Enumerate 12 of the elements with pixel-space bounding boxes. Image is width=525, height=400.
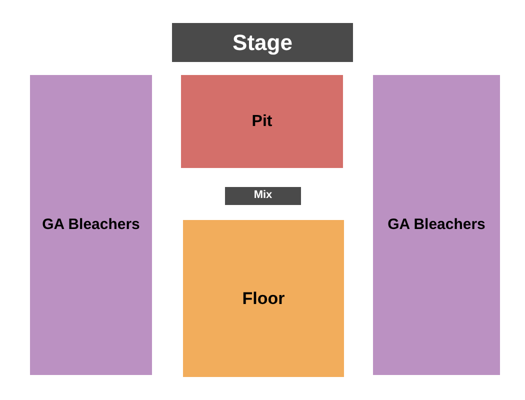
seating-section (373, 75, 500, 375)
seating-section (30, 75, 152, 375)
mix-position (225, 187, 301, 205)
seating-section (181, 75, 343, 168)
section-label: Mix (254, 189, 272, 203)
section-label: Floor (242, 288, 285, 310)
stage-block (172, 23, 353, 62)
section-label: GA Bleachers (388, 216, 486, 234)
seating-section (183, 220, 344, 377)
section-label: Pit (252, 112, 272, 132)
section-label: GA Bleachers (42, 216, 140, 234)
section-label: Stage (232, 28, 292, 56)
